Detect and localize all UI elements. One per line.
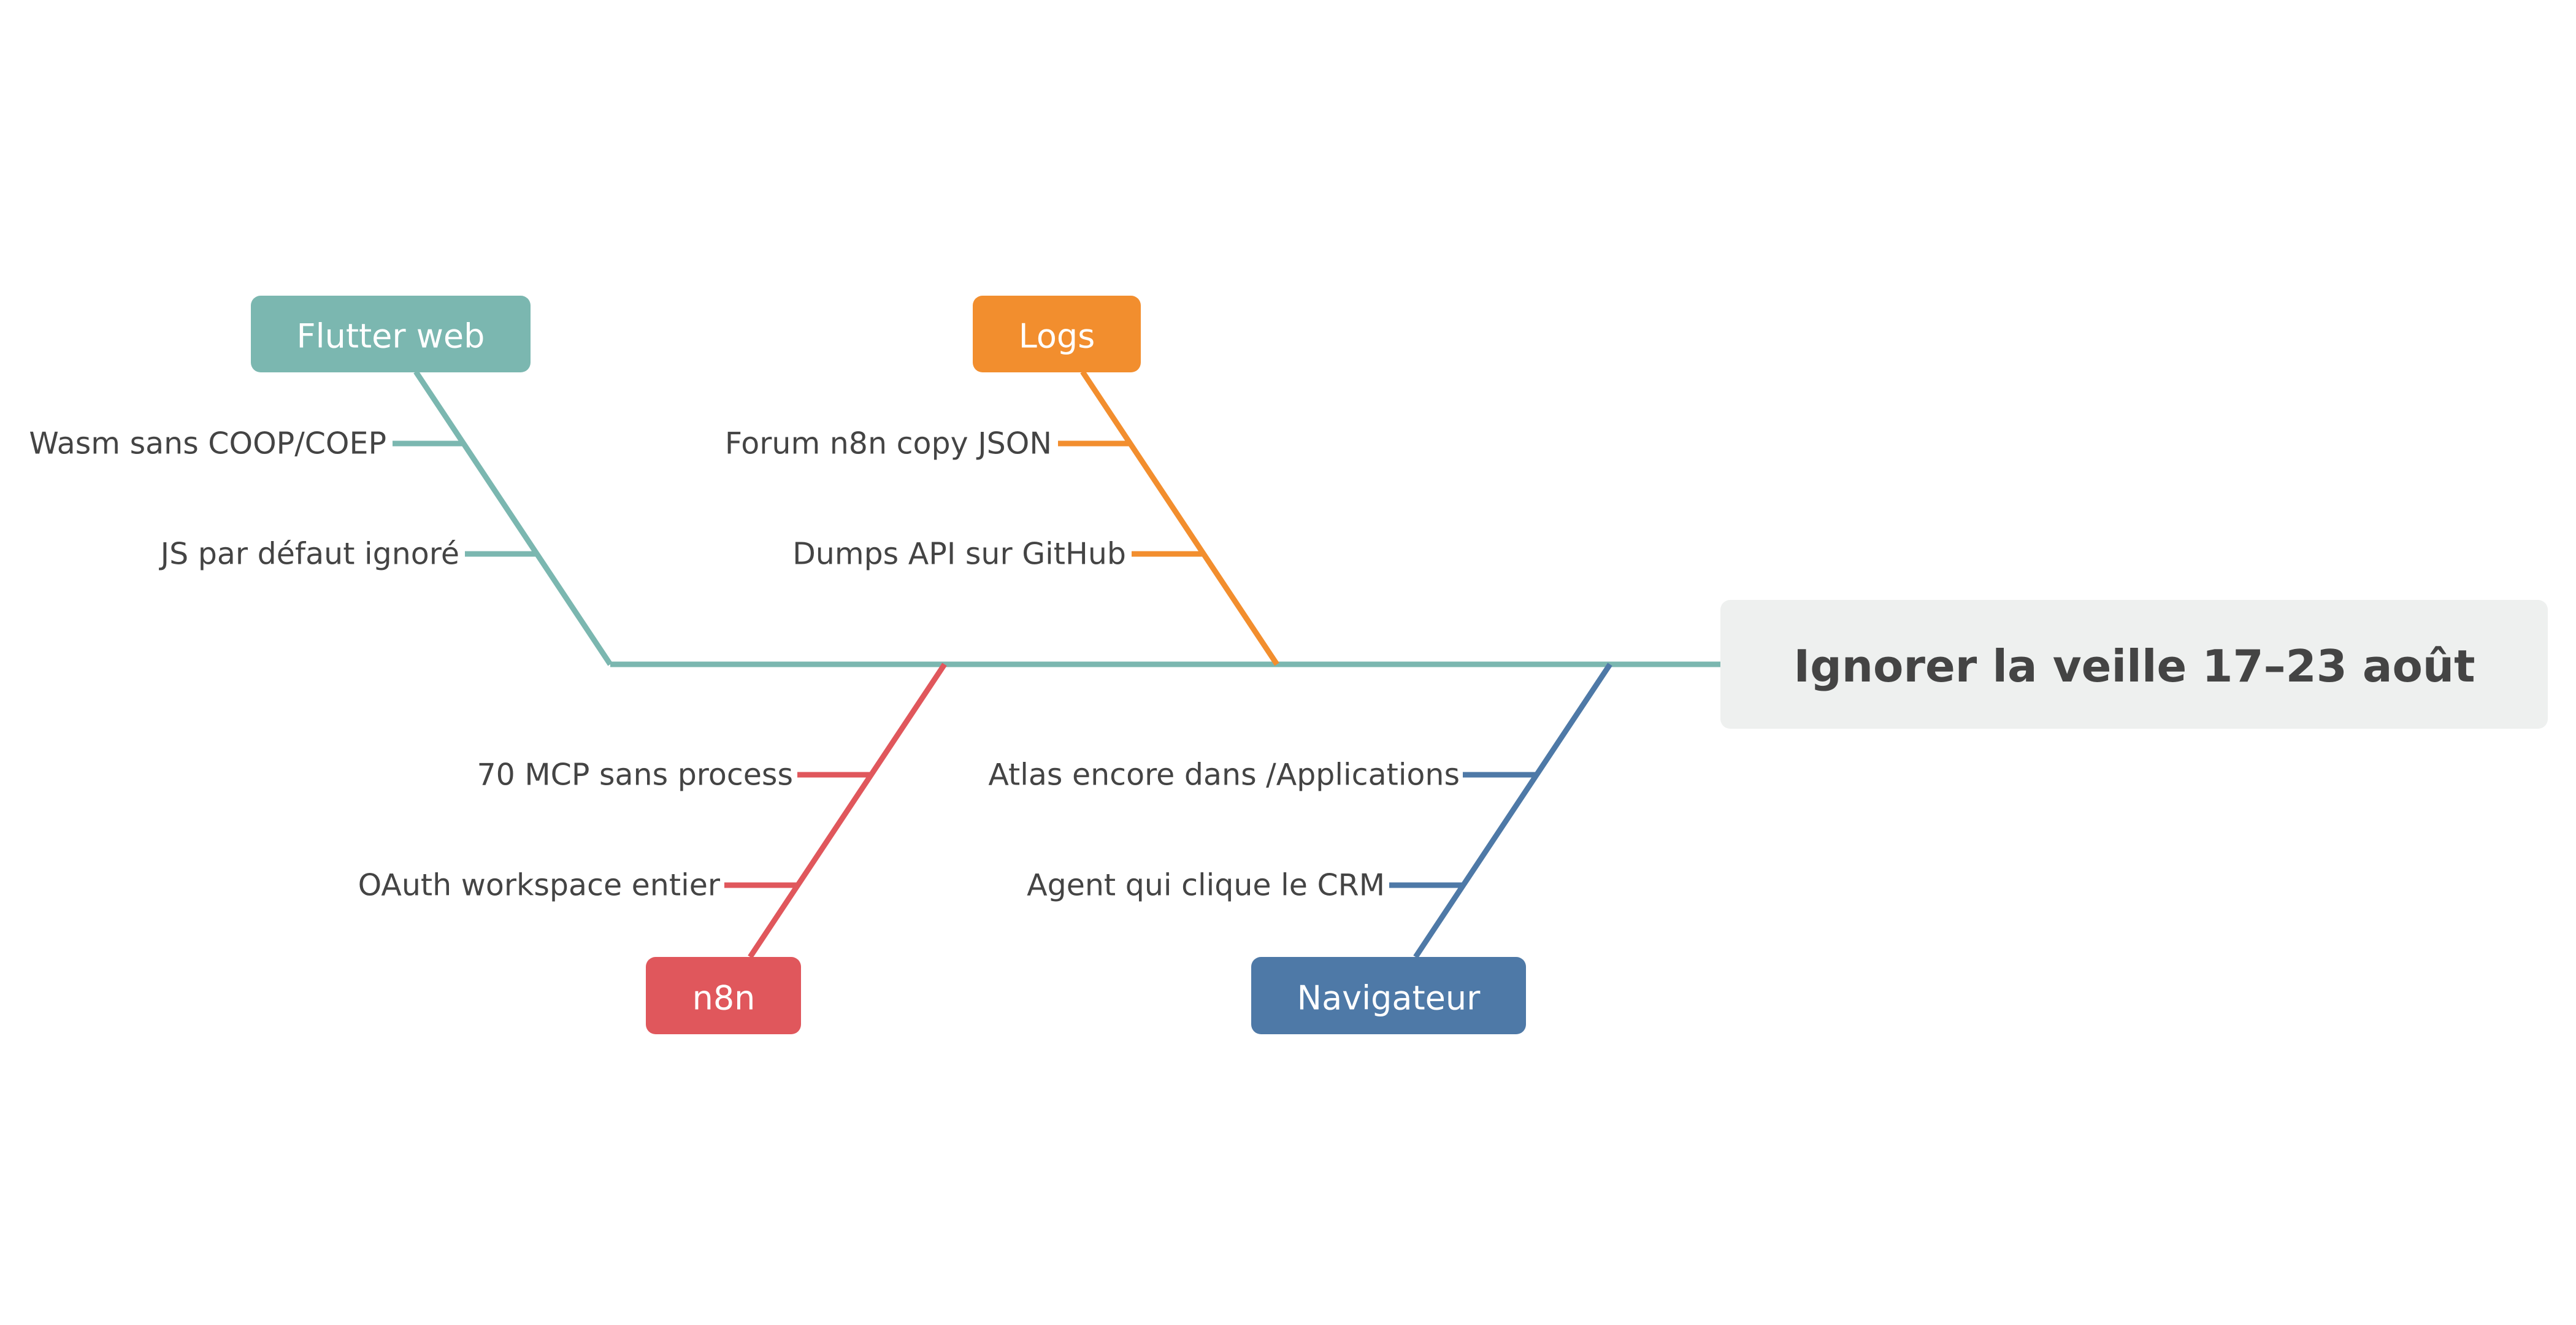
category-label: Flutter web: [297, 317, 485, 356]
category-box-logs: [973, 296, 1141, 372]
category-label: n8n: [692, 979, 756, 1018]
category-label: Logs: [1019, 317, 1095, 356]
branch-n8n: 70 MCP sans process OAuth workspace enti…: [358, 662, 947, 1034]
cause-label: JS par défaut ignoré: [159, 537, 459, 572]
effect-head-box: [1720, 600, 2548, 729]
cause-label: OAuth workspace entier: [358, 868, 721, 903]
branch-flutter-web: Wasm sans COOP/COEP JS par défaut ignoré…: [29, 296, 613, 666]
cause-label: Agent qui clique le CRM: [1027, 868, 1385, 903]
branch-navigateur: Atlas encore dans /Applications Agent qu…: [988, 662, 1612, 1034]
category-box-navigateur: [1251, 957, 1526, 1034]
bone-line: [748, 662, 947, 959]
bone-line: [1080, 370, 1279, 666]
category-label: Navigateur: [1297, 979, 1481, 1018]
cause-label: Forum n8n copy JSON: [725, 426, 1052, 461]
cause-label: Dumps API sur GitHub: [792, 537, 1126, 572]
cause-label: Wasm sans COOP/COEP: [29, 426, 386, 461]
branch-logs: Forum n8n copy JSON Dumps API sur GitHub…: [725, 296, 1279, 666]
cause-label: Atlas encore dans /Applications: [988, 758, 1460, 793]
bone-line: [1413, 662, 1612, 959]
cause-label: 70 MCP sans process: [477, 758, 793, 793]
category-box-flutter-web: [251, 296, 531, 372]
bone-line: [413, 370, 613, 666]
effect-head-label: Ignorer la veille 17–23 août: [1793, 640, 2475, 692]
category-box-n8n: [646, 957, 801, 1034]
